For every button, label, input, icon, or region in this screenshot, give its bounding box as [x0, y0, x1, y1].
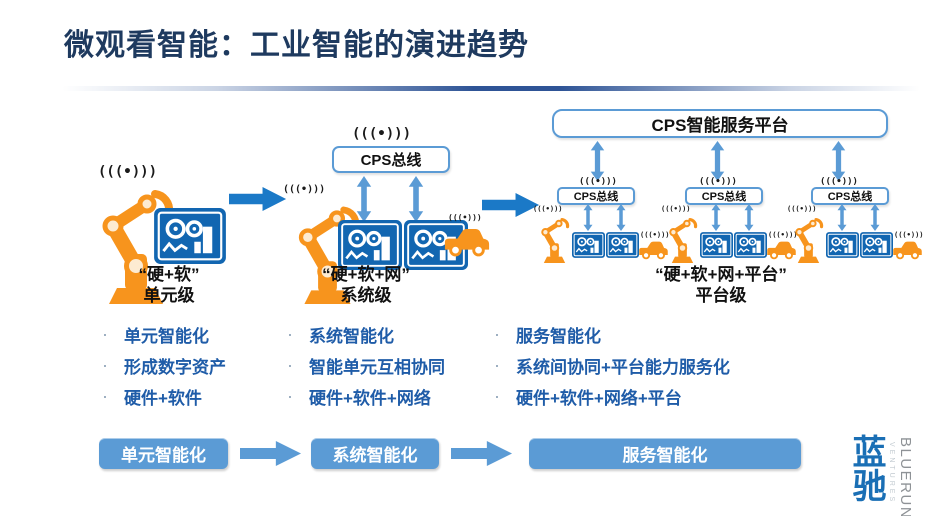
- wifi-icon: (((•))): [640, 231, 670, 239]
- list-item: 形成数字资产: [102, 355, 226, 377]
- right-arrow-icon: [240, 440, 302, 467]
- stage-label-platform: “硬+软+网+平台” 平台级: [596, 264, 846, 307]
- bullet-column-unit: 单元智能化 形成数字资产 硬件+软件: [102, 324, 226, 417]
- stage-level: 平台级: [695, 286, 747, 306]
- cps-bus-box: CPS总线: [332, 146, 450, 173]
- double-arrow-icon: [744, 204, 754, 231]
- list-item: 硬件+软件+网络+平台: [494, 386, 730, 408]
- stage-level: 单元级: [143, 286, 195, 306]
- cart-icon: [892, 240, 923, 260]
- double-arrow-icon: [870, 204, 880, 231]
- monitor-icon: [154, 208, 226, 264]
- wifi-icon: (((•))): [98, 164, 158, 180]
- monitor-icon: [338, 220, 402, 270]
- wifi-icon: (((•))): [533, 205, 563, 213]
- title-divider: [62, 86, 920, 91]
- wifi-icon: (((•))): [661, 205, 691, 213]
- bluerun-logo-chinese: 蓝驰: [852, 434, 887, 506]
- monitor-icon: [860, 232, 893, 258]
- double-arrow-icon: [711, 204, 721, 231]
- double-arrow-icon: [408, 176, 424, 222]
- robot-arm-icon: [536, 214, 573, 263]
- page-title: 微观看智能：工业智能的演进趋势: [64, 28, 529, 63]
- banner-service-intelligence: 服务智能化: [529, 438, 801, 469]
- wifi-icon: (((•))): [352, 126, 412, 142]
- wifi-icon: (((•))): [283, 184, 326, 195]
- right-arrow-icon: [229, 186, 287, 212]
- double-arrow-icon: [590, 141, 605, 181]
- monitor-icon: [700, 232, 733, 258]
- wifi-icon: (((•))): [579, 177, 617, 187]
- list-item: 系统间协同+平台能力服务化: [494, 355, 730, 377]
- bluerun-logo-name: BLUERUN: [897, 437, 914, 516]
- monitor-icon: [572, 232, 605, 258]
- right-arrow-icon: [451, 440, 513, 467]
- double-arrow-icon: [710, 141, 725, 181]
- wifi-icon: (((•))): [699, 177, 737, 187]
- double-arrow-icon: [837, 204, 847, 231]
- wifi-icon: (((•))): [894, 231, 924, 239]
- monitor-icon: [606, 232, 639, 258]
- double-arrow-icon: [831, 141, 846, 181]
- cps-platform-box: CPS智能服务平台: [552, 109, 888, 138]
- list-item: 硬件+软件+网络: [287, 386, 445, 408]
- double-arrow-icon: [583, 204, 593, 231]
- wifi-icon: (((•))): [787, 205, 817, 213]
- double-arrow-icon: [616, 204, 626, 231]
- stage-name: “硬+软”: [138, 265, 200, 284]
- cps-bus-box: CPS总线: [685, 187, 763, 205]
- monitor-icon: [826, 232, 859, 258]
- monitor-icon: [734, 232, 767, 258]
- stage-name: “硬+软+网+平台”: [655, 265, 787, 284]
- wifi-icon: (((•))): [820, 177, 858, 187]
- list-item: 硬件+软件: [102, 386, 226, 408]
- banner-unit-intelligence: 单元智能化: [99, 438, 228, 469]
- robot-arm-icon: [790, 214, 827, 263]
- stage-name: “硬+软+网”: [322, 265, 410, 284]
- list-item: 单元智能化: [102, 324, 226, 346]
- bullet-column-system: 系统智能化 智能单元互相协同 硬件+软件+网络: [287, 324, 445, 417]
- bullet-column-platform: 服务智能化 系统间协同+平台能力服务化 硬件+软件+网络+平台: [494, 324, 730, 417]
- robot-arm-icon: [664, 214, 701, 263]
- banner-system-intelligence: 系统智能化: [311, 438, 439, 469]
- cps-bus-box: CPS总线: [811, 187, 889, 205]
- wifi-icon: (((•))): [768, 231, 798, 239]
- cps-bus-box: CPS总线: [557, 187, 635, 205]
- list-item: 服务智能化: [494, 324, 730, 346]
- right-arrow-icon: [482, 192, 540, 218]
- stage-level: 系统级: [340, 286, 392, 306]
- wifi-icon: (((•))): [448, 213, 482, 222]
- list-item: 系统智能化: [287, 324, 445, 346]
- stage-label-unit: “硬+软” 单元级: [104, 264, 234, 307]
- list-item: 智能单元互相协同: [287, 355, 445, 377]
- bluerun-logo-subtitle: VENTURES: [888, 442, 895, 505]
- stage-label-system: “硬+软+网” 系统级: [296, 264, 436, 307]
- cart-icon: [443, 226, 491, 258]
